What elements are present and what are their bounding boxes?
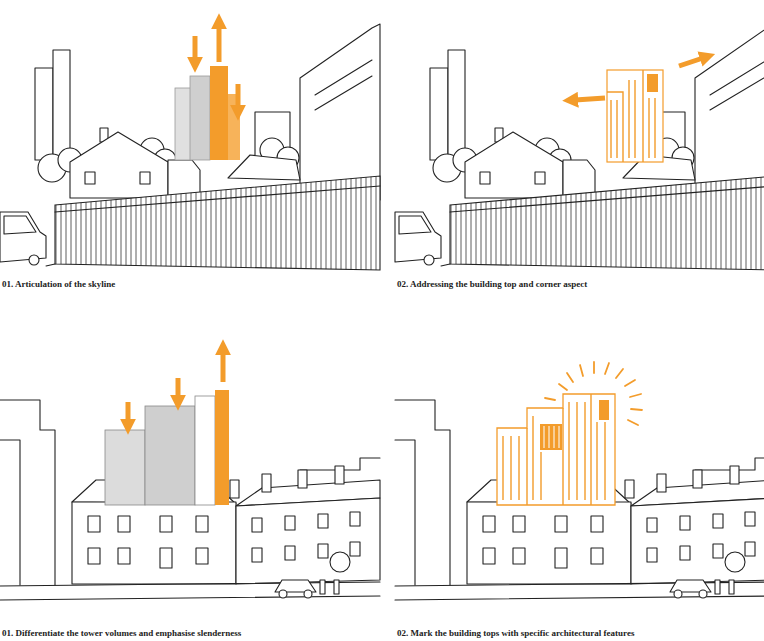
panel-caption: 02. Addressing the building top and corn… xyxy=(397,279,587,290)
panel-caption: 01. Differentiate the tower volumes and … xyxy=(2,628,241,639)
panel-caption: 01. Articulation of the skyline xyxy=(2,279,115,290)
panel-caption: 02. Mark the building tops with specific… xyxy=(397,628,634,639)
